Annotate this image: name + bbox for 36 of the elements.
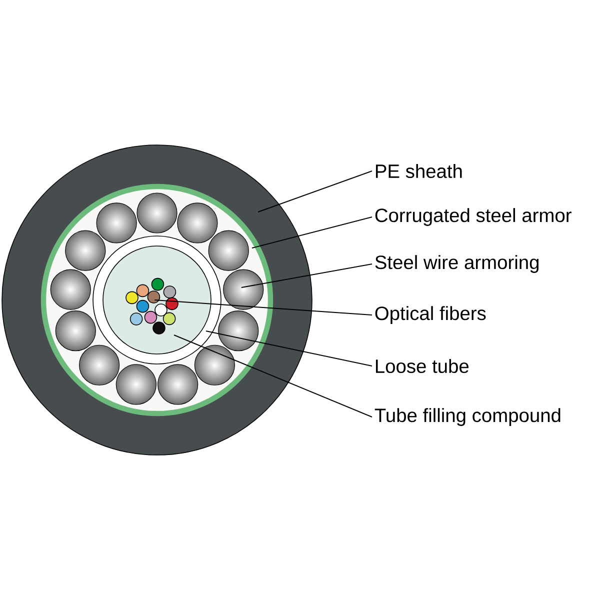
optical-fiber (147, 290, 160, 304)
steel-wire (55, 310, 96, 352)
steel-wire (194, 344, 235, 386)
leader-line (154, 300, 372, 316)
part-label: Tube filling compound (374, 408, 560, 426)
steel-wire (96, 202, 137, 244)
part-label: Optical fibers (375, 306, 486, 324)
steel-wire (208, 230, 249, 271)
optical-fiber (163, 286, 176, 298)
steel-wire (65, 230, 106, 271)
optical-fiber (151, 278, 164, 291)
steel-wire (136, 192, 178, 234)
optical-fiber (162, 312, 176, 326)
steel-wire (50, 269, 91, 310)
optical-fiber (126, 291, 138, 304)
leader-line (258, 170, 372, 212)
optical-fiber (166, 297, 178, 310)
leader-line (206, 330, 372, 366)
steel-wire (79, 344, 120, 386)
part-label: Corrugated steel armor (375, 208, 572, 226)
optical-fiber (144, 310, 158, 324)
optical-fiber (136, 300, 150, 313)
part-label: PE sheath (376, 164, 462, 178)
leader-line (240, 264, 372, 288)
steel-wire (116, 364, 156, 405)
optical-fiber (152, 322, 166, 334)
steel-wire (218, 310, 259, 352)
steel-wire (177, 202, 218, 244)
part-label: Steel wire armoring (375, 255, 539, 273)
part-label: Loose tube (376, 358, 469, 374)
optical-fiber (136, 284, 150, 298)
leader-line (252, 216, 372, 248)
optical-fiber (154, 304, 168, 316)
optical-fiber (130, 312, 143, 326)
steel-wire (158, 364, 198, 405)
steel-wire (223, 269, 264, 310)
